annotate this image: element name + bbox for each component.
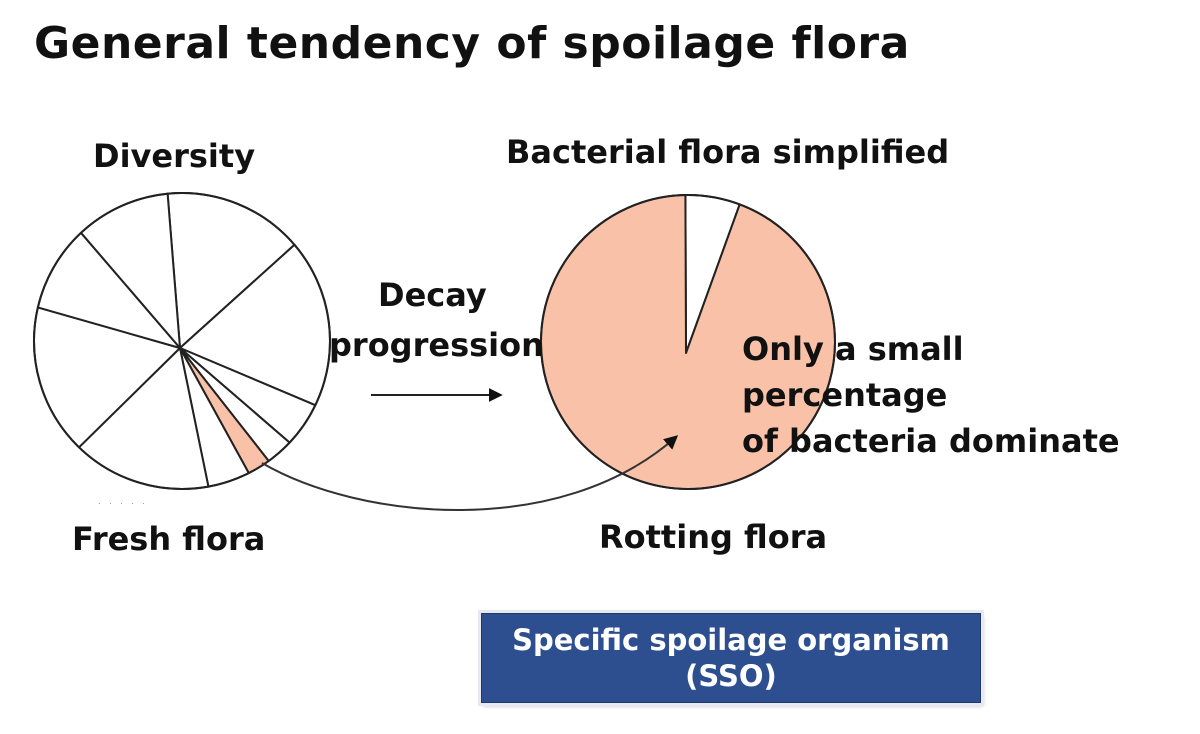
pie-outline <box>540 194 836 490</box>
sso-abbreviation: (SSO) <box>685 659 777 693</box>
pie-outline <box>33 192 331 490</box>
rotting-flora-pie <box>539 193 836 490</box>
rotting-flora-label: Rotting flora <box>599 518 828 556</box>
fresh-flora-pie <box>33 192 331 490</box>
decay-label: Decay <box>378 276 487 314</box>
bacterial-flora-simplified-label: Bacterial flora simplified <box>506 133 950 171</box>
page-title: General tendency of spoilage flora <box>34 18 910 69</box>
diversity-label: Diversity <box>93 137 256 175</box>
sso-callout-box: Specific spoilage organism (SSO) <box>481 613 981 703</box>
sso-connector-arrow <box>261 435 679 511</box>
fresh-flora-label: Fresh flora <box>72 520 266 558</box>
tick-marks: . . . . . <box>98 497 148 506</box>
progression-label: progression <box>329 326 544 364</box>
sso-title: Specific spoilage organism <box>512 623 950 657</box>
dominance-annotation: Only a small percentage of bacteria domi… <box>742 330 1120 460</box>
